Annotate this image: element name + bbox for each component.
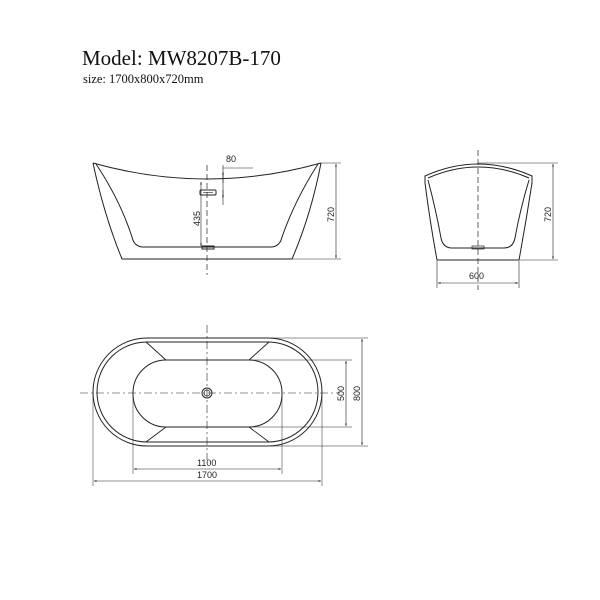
end-outer-shell: [424, 163, 533, 261]
dim-80-label: 80: [226, 154, 236, 164]
top-outer-rim: [92, 337, 323, 447]
drain-fitting: [201, 245, 215, 250]
dim-800-label: 800: [352, 386, 362, 401]
dim-end-720-label: 720: [543, 207, 553, 222]
size-subtitle: size: 1700x800x720mm: [83, 72, 204, 86]
top-view: [80, 325, 368, 486]
top-basin: [132, 359, 283, 428]
top-inner-rim: [96, 341, 319, 443]
dim-600-label: 600: [469, 271, 484, 281]
side-view: [92, 162, 341, 275]
end-rim: [427, 166, 530, 179]
dim-500-label: 500: [336, 386, 346, 401]
dim-435-label: 435: [192, 211, 202, 226]
end-view: [424, 150, 558, 290]
end-inner-wall: [427, 179, 530, 249]
dim-1700-label: 1700: [197, 470, 217, 480]
dim-1100-label: 1100: [197, 458, 216, 468]
overflow-fitting: [199, 189, 217, 196]
dim-side-720-label: 720: [326, 207, 336, 222]
model-title: Model: MW8207B-170: [82, 46, 281, 70]
